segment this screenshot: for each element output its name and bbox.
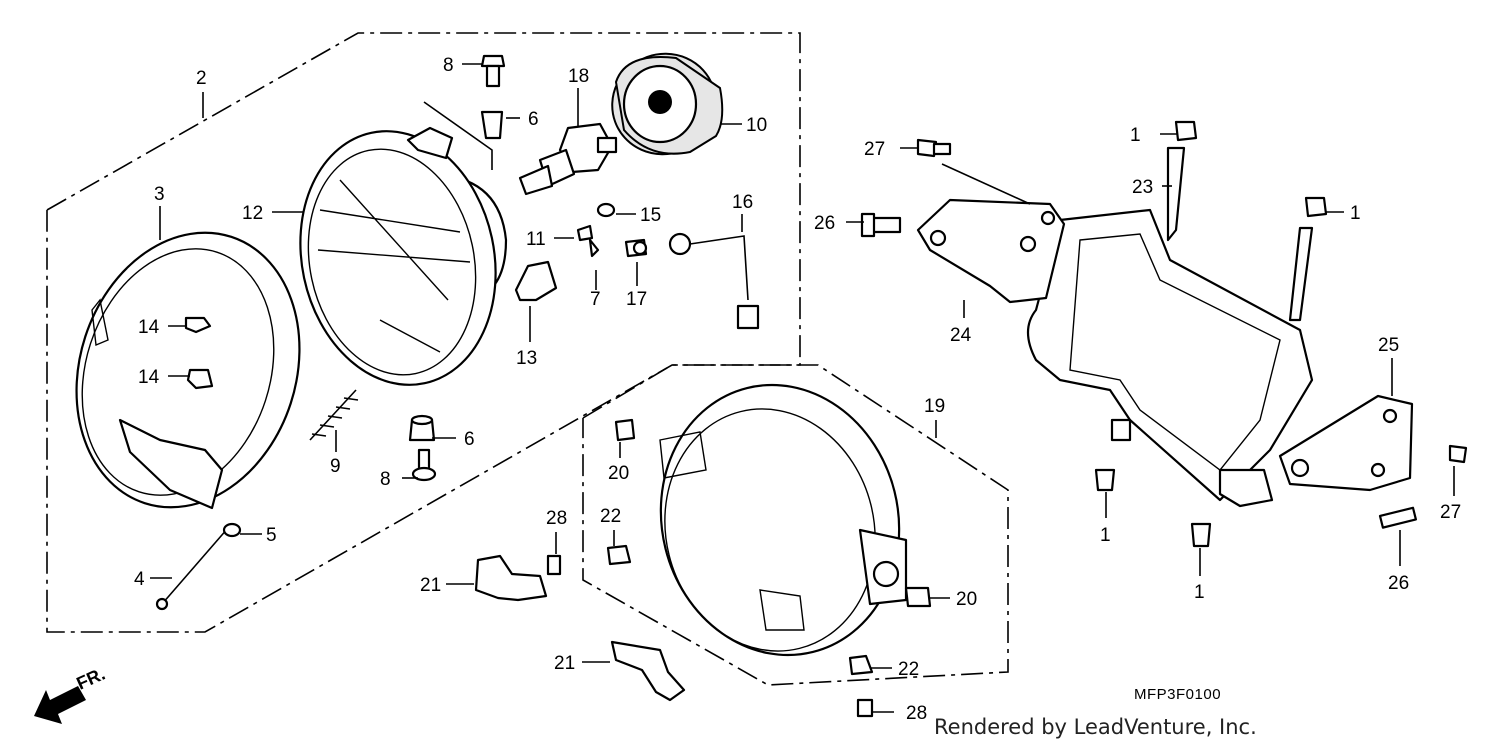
- headlight-case: [659, 383, 908, 657]
- case-grommet: [614, 418, 932, 608]
- callout-28-left: 28: [546, 508, 567, 529]
- screw-lower: [411, 448, 437, 482]
- case-clamp: [474, 554, 686, 702]
- callout-21-right: 21: [554, 653, 575, 674]
- callout-11: 11: [526, 229, 546, 250]
- callout-8-lower: 8: [380, 469, 391, 490]
- callout-25: 25: [1378, 335, 1399, 356]
- callout-10: 10: [746, 115, 767, 136]
- bracket-right: [1278, 394, 1414, 492]
- collar-upper: [480, 110, 504, 140]
- callout-27-right: 27: [1440, 502, 1461, 523]
- callout-1-top: 1: [1130, 125, 1141, 146]
- callout-8-upper: 8: [443, 55, 454, 76]
- callout-1-right: 1: [1350, 203, 1361, 224]
- callout-20-right: 20: [956, 589, 977, 610]
- render-credit: Rendered by LeadVenture, Inc.: [934, 715, 1257, 739]
- callout-24: 24: [950, 325, 972, 346]
- callout-1-lower-left: 1: [1100, 525, 1111, 546]
- callout-28-right: 28: [906, 703, 927, 724]
- callout-3: 3: [154, 184, 165, 205]
- bracket-screw: [916, 138, 1468, 464]
- callout-17: 17: [626, 289, 647, 310]
- grommet: [596, 202, 616, 218]
- callout-6-lower: 6: [464, 429, 475, 450]
- position-bulb: [624, 238, 648, 258]
- position-bulb-socket: [514, 224, 600, 302]
- callout-21-left: 21: [420, 575, 441, 596]
- callout-13: 13: [516, 348, 537, 369]
- stay-nut: [1094, 120, 1328, 548]
- callout-14-upper: 14: [138, 317, 160, 338]
- callout-7: 7: [590, 289, 601, 310]
- headlight-stay: [1026, 146, 1314, 508]
- callout-1-lower-right: 1: [1194, 582, 1205, 603]
- callout-26-left: 26: [814, 213, 835, 234]
- socket-cover: [611, 52, 724, 156]
- bracket-left: [916, 198, 1066, 304]
- callout-20-left: 20: [608, 463, 629, 484]
- headlight-bulb: [518, 122, 618, 196]
- callout-26-right: 26: [1388, 573, 1409, 594]
- callout-23: 23: [1132, 177, 1153, 198]
- callout-12: 12: [242, 203, 263, 224]
- headlight-unit: [299, 126, 508, 386]
- adjusting-screw: [155, 527, 229, 611]
- callout-22-left: 22: [600, 506, 621, 527]
- callout-18: 18: [568, 66, 589, 87]
- socket-harness: [668, 232, 760, 330]
- diagram-code: MFP3F0100: [1134, 686, 1222, 703]
- callout-5: 5: [266, 525, 277, 546]
- callout-27-left: 27: [864, 139, 885, 160]
- callout-16: 16: [732, 192, 753, 213]
- screw-upper: [480, 54, 506, 88]
- callout-9: 9: [330, 456, 341, 477]
- callout-2: 2: [196, 68, 207, 89]
- callout-6-upper: 6: [528, 109, 539, 130]
- collar-lower: [408, 414, 436, 442]
- adjust-spring: [309, 389, 359, 441]
- callouts: 2 3 12 8 18 6 10 15 16 11 7 17 13 14 14 …: [134, 55, 1461, 724]
- bracket-bolt: [860, 212, 1417, 529]
- front-arrow-icon: FR.: [34, 664, 108, 724]
- nut: [222, 522, 242, 538]
- group-boundary-case: [582, 364, 1009, 686]
- front-marker-label: FR.: [73, 664, 108, 694]
- callout-22-right: 22: [898, 659, 919, 680]
- headlight-rim: [75, 231, 301, 510]
- callout-4: 4: [134, 569, 145, 590]
- callout-14-lower: 14: [138, 367, 160, 388]
- leader-lines: [150, 63, 1455, 713]
- callout-19: 19: [924, 396, 945, 417]
- callout-15: 15: [640, 205, 661, 226]
- case-collar: [606, 544, 874, 676]
- case-bolt: [546, 554, 874, 718]
